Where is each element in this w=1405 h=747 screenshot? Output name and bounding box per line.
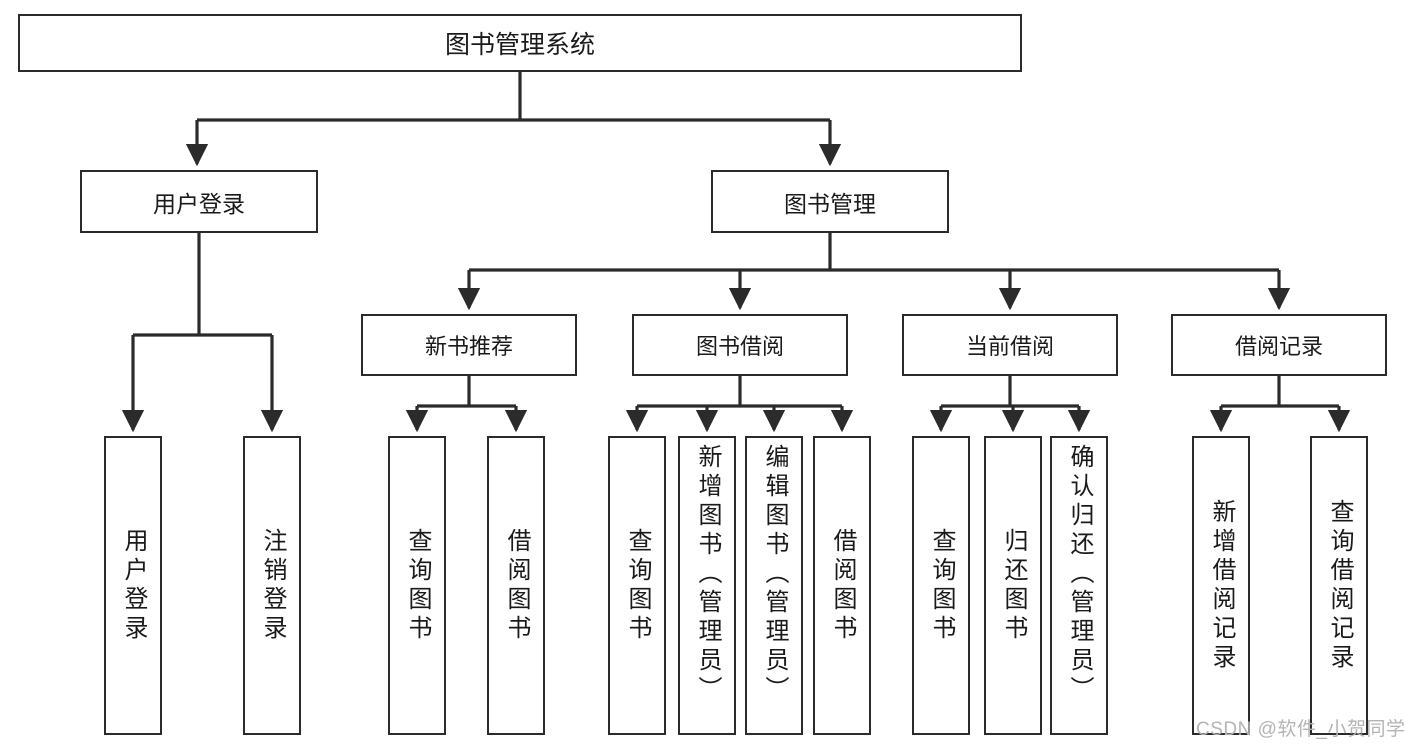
node-leaf-query-record[interactable]: 查询借阅记录 [1310,436,1368,735]
node-leaf-borrow-book-1[interactable]: 借阅图书 [487,436,545,735]
node-leaf-return-book-label: 归还图书 [1000,527,1027,644]
node-borrow-record-label: 借阅记录 [1234,334,1323,359]
node-leaf-edit-book[interactable]: 编辑图书（管理员） [745,436,803,735]
node-leaf-query-book-2[interactable]: 查询图书 [608,436,666,735]
node-leaf-edit-book-label: 编辑图书（管理员） [761,444,788,705]
node-root-label: 图书管理系统 [444,31,595,59]
node-leaf-confirm-return[interactable]: 确认归还（管理员） [1050,436,1108,735]
node-current-borrow[interactable]: 当前借阅 [902,314,1118,376]
node-leaf-query-book-3[interactable]: 查询图书 [912,436,970,735]
node-root[interactable]: 图书管理系统 [18,14,1022,72]
node-book-borrow-label: 图书借阅 [695,334,784,359]
node-leaf-query-book-1-label: 查询图书 [404,527,431,644]
node-new-book-recommend-label: 新书推荐 [424,334,513,359]
node-leaf-add-book-label: 新增图书（管理员） [694,444,721,705]
node-leaf-query-book-3-label: 查询图书 [928,527,955,644]
node-leaf-query-book-1[interactable]: 查询图书 [388,436,446,735]
node-leaf-add-record-label: 新增借阅记录 [1208,498,1235,673]
node-leaf-add-book[interactable]: 新增图书（管理员） [678,436,736,735]
node-book-manage-label: 图书管理 [784,190,876,217]
node-user-login[interactable]: 用户登录 [80,170,318,233]
node-new-book-recommend[interactable]: 新书推荐 [361,314,577,376]
node-leaf-borrow-book-2[interactable]: 借阅图书 [813,436,871,735]
node-book-borrow[interactable]: 图书借阅 [632,314,848,376]
node-leaf-query-book-2-label: 查询图书 [624,527,651,644]
node-leaf-query-record-label: 查询借阅记录 [1326,498,1353,673]
node-current-borrow-label: 当前借阅 [965,334,1054,359]
node-leaf-logout[interactable]: 注销登录 [243,436,301,735]
node-book-manage[interactable]: 图书管理 [711,170,949,233]
node-leaf-return-book[interactable]: 归还图书 [984,436,1042,735]
node-leaf-add-record[interactable]: 新增借阅记录 [1192,436,1250,735]
node-leaf-user-login[interactable]: 用户登录 [104,436,162,735]
node-leaf-borrow-book-1-label: 借阅图书 [503,527,530,644]
node-user-login-label: 用户登录 [153,190,245,217]
node-leaf-logout-label: 注销登录 [259,527,286,644]
node-leaf-user-login-label: 用户登录 [120,527,147,644]
node-leaf-confirm-return-label: 确认归还（管理员） [1066,444,1093,705]
node-borrow-record[interactable]: 借阅记录 [1171,314,1387,376]
watermark: CSDN @软件_小贺同学 [1196,719,1405,740]
node-leaf-borrow-book-2-label: 借阅图书 [829,527,856,644]
